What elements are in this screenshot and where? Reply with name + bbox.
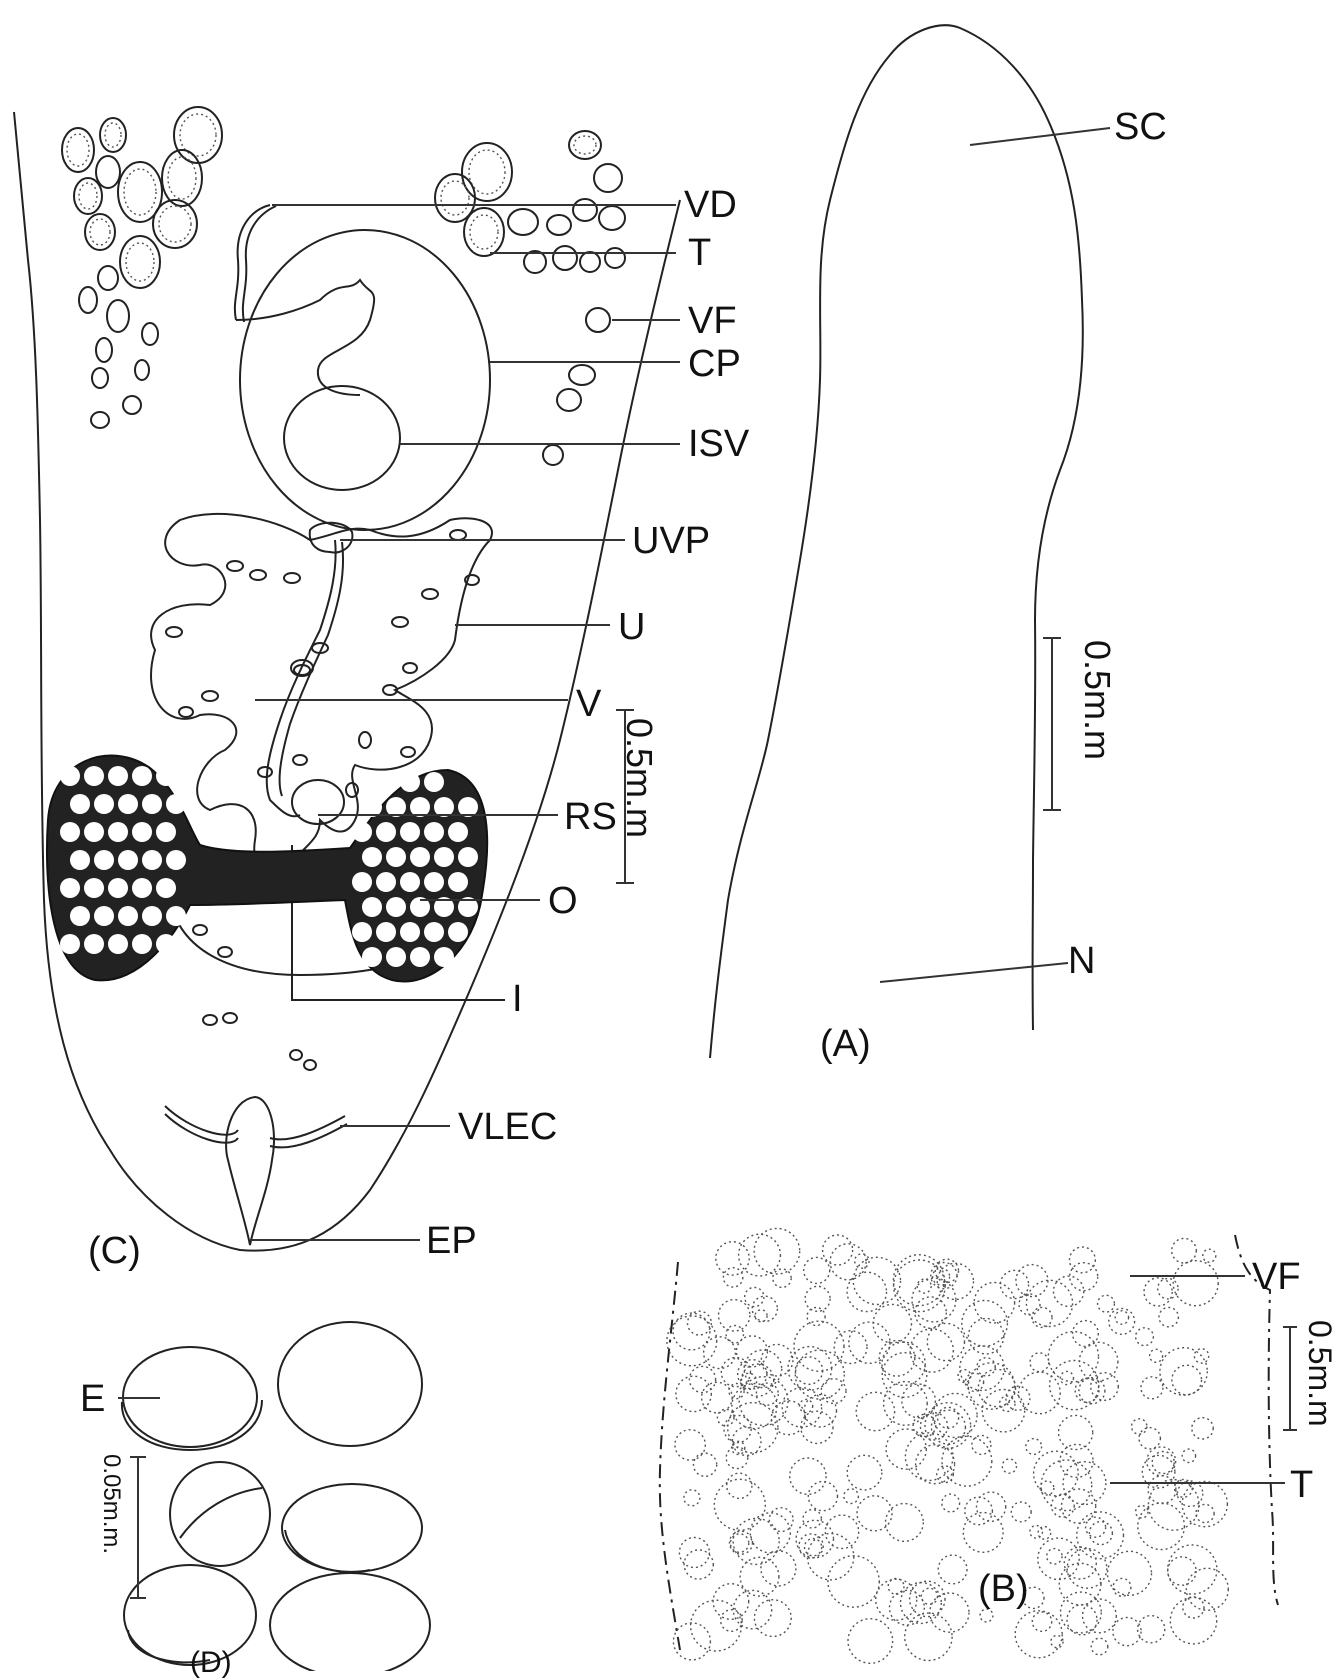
- panel-c-follicles-right: [435, 131, 625, 465]
- caption-a: (A): [820, 1025, 871, 1063]
- label-rs: RS: [564, 798, 617, 836]
- panel-c-follicles-left: [62, 107, 222, 428]
- scale-d: 0.05m.m.: [97, 1454, 125, 1554]
- caption-d: (D): [190, 1648, 232, 1678]
- label-ep: EP: [426, 1222, 477, 1260]
- panel-c-body-outline: [14, 112, 680, 1251]
- label-vf-b: VF: [1252, 1258, 1301, 1296]
- caption-c: (C): [88, 1232, 141, 1270]
- panel-c-leaders: [250, 205, 680, 1240]
- label-v: V: [576, 685, 601, 723]
- label-t: T: [688, 234, 711, 272]
- label-o: O: [548, 882, 578, 920]
- label-vlec: VLEC: [458, 1108, 557, 1146]
- panel-c-cirrus-pouch: [235, 205, 490, 553]
- label-isv: ISV: [688, 425, 749, 463]
- label-vf: VF: [688, 302, 737, 340]
- label-uvp: UVP: [632, 522, 710, 560]
- panel-a-outline: [710, 25, 1110, 1058]
- label-i: I: [512, 980, 523, 1018]
- scale-b: 0.5m.m: [1301, 1320, 1338, 1427]
- label-vd: VD: [684, 186, 737, 224]
- panel-d-eggs: [118, 1322, 430, 1671]
- scale-c: 0.5m.m: [618, 718, 660, 838]
- scale-a: 0.5m.m: [1076, 640, 1118, 760]
- label-n: N: [1068, 942, 1095, 980]
- panel-c-excretory: [165, 1097, 347, 1245]
- label-sc: SC: [1114, 108, 1167, 146]
- label-u: U: [618, 608, 645, 646]
- label-e: E: [80, 1380, 105, 1418]
- label-t-b: T: [1290, 1466, 1313, 1504]
- caption-b: (B): [978, 1570, 1029, 1608]
- label-cp: CP: [688, 345, 741, 383]
